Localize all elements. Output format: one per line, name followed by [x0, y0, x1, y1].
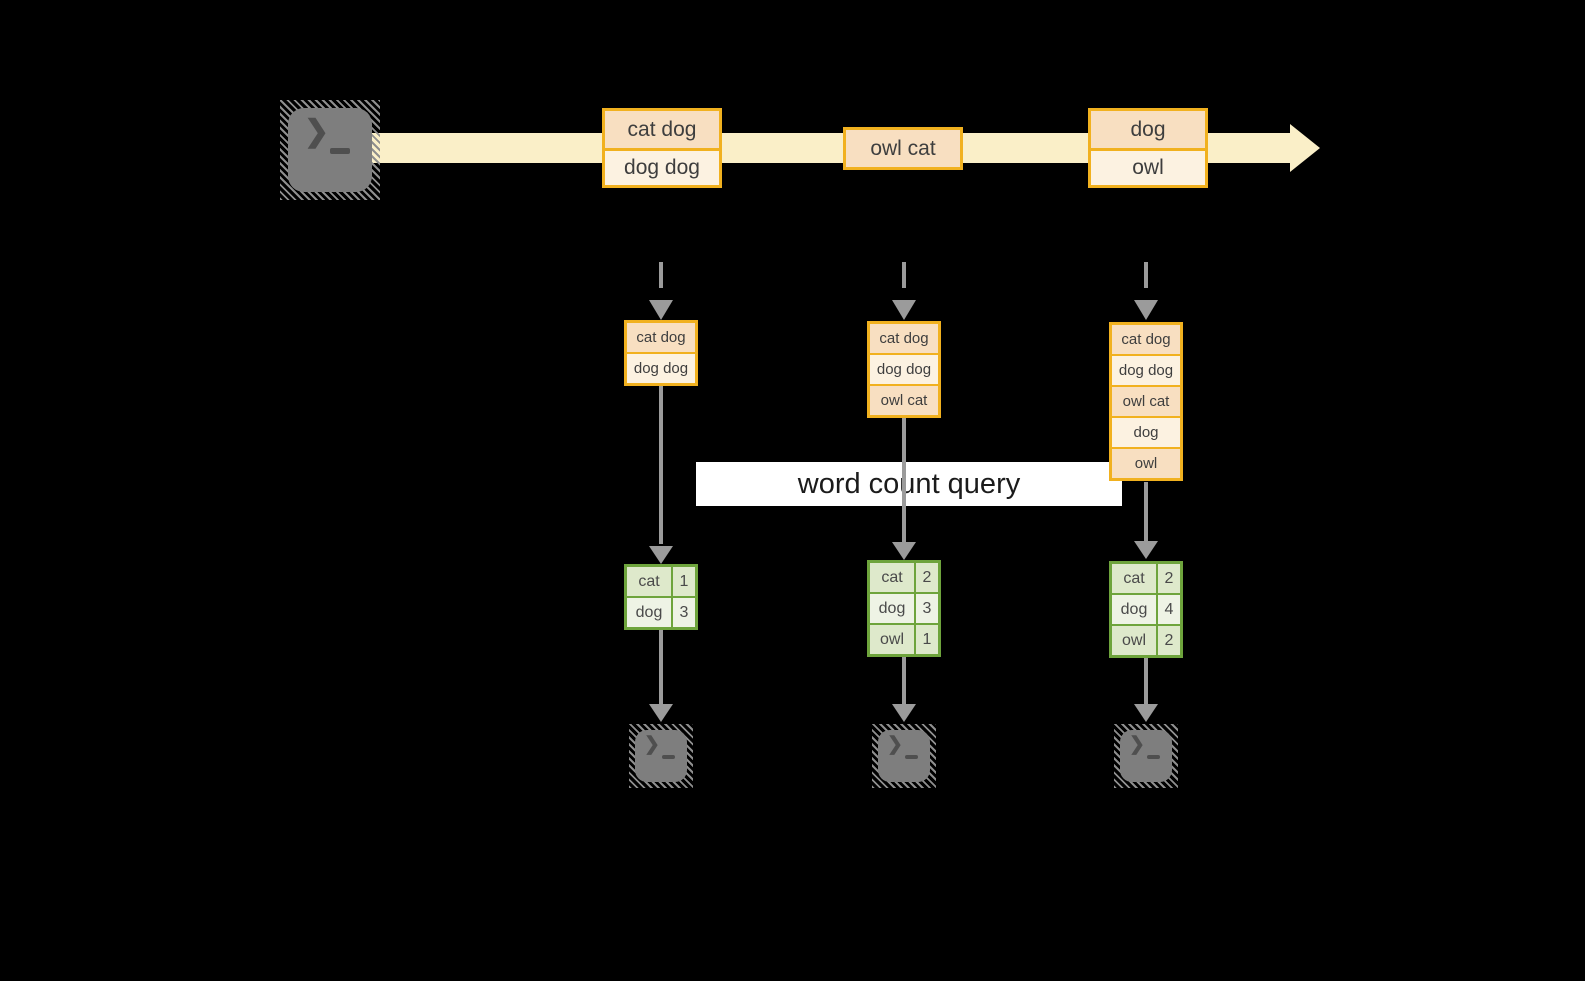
event-text-row: owl cat [870, 384, 938, 415]
terminal-body: ❯ [288, 108, 372, 192]
terminal-body: ❯ [635, 730, 687, 782]
flow-arrow-line [659, 386, 663, 544]
terminal-prompt-icon: ❯ [887, 734, 903, 755]
flow-arrowhead-icon [649, 704, 673, 722]
terminal-body: ❯ [878, 730, 930, 782]
stream-event-box: owl cat [843, 127, 963, 170]
terminal-sink-icon: ❯ [1114, 724, 1178, 788]
event-text-row: owl [1112, 447, 1180, 478]
word-cell: dog [870, 594, 916, 623]
count-value-cell: 2 [1158, 626, 1180, 655]
event-text-row: owl [1091, 148, 1205, 185]
flow-arrowhead-icon [1134, 704, 1158, 722]
count-value-cell: 1 [916, 625, 938, 654]
terminal-prompt-icon: ❯ [304, 115, 330, 148]
flow-arrowhead-icon [1134, 541, 1158, 559]
dashed-down-arrow-line [1144, 262, 1148, 302]
event-text-row: cat dog [870, 324, 938, 353]
dashed-down-arrow-line [902, 262, 906, 302]
event-text-row: dog dog [1112, 354, 1180, 385]
terminal-sink-icon: ❯ [872, 724, 936, 788]
dashed-down-arrow-line [659, 262, 663, 302]
query-banner-label: word count query [797, 467, 1021, 500]
dashed-down-arrowhead-icon [1134, 300, 1158, 320]
event-text-row: owl cat [1112, 385, 1180, 416]
event-text-row: dog [1091, 111, 1205, 148]
dashed-down-arrowhead-icon [649, 300, 673, 320]
event-text-row: owl cat [846, 130, 960, 167]
count-value-cell: 3 [916, 594, 938, 623]
flow-arrow-line [659, 630, 663, 704]
event-text-row: cat dog [605, 111, 719, 148]
count-value-cell: 3 [673, 598, 695, 627]
event-text-row: cat dog [1112, 325, 1180, 354]
word-cell: owl [870, 625, 916, 654]
event-text-row: cat dog [627, 323, 695, 352]
terminal-cursor-icon [662, 755, 675, 759]
query-banner: word count query [696, 462, 1122, 506]
word-cell: cat [870, 563, 916, 592]
count-value-cell: 1 [673, 567, 695, 596]
terminal-cursor-icon [1147, 755, 1160, 759]
terminal-sink-icon: ❯ [629, 724, 693, 788]
stream-arrowhead-icon [1290, 124, 1320, 172]
flow-arrowhead-icon [649, 546, 673, 564]
word-cell: dog [1112, 595, 1158, 624]
word-cell: cat [1112, 564, 1158, 593]
terminal-cursor-icon [330, 148, 350, 154]
word-cell: owl [1112, 626, 1158, 655]
terminal-body: ❯ [1120, 730, 1172, 782]
flow-arrow-line [902, 418, 906, 542]
terminal-source-icon: ❯ [280, 100, 380, 200]
event-text-row: dog dog [605, 148, 719, 185]
word-cell: dog [627, 598, 673, 627]
dashed-down-arrowhead-icon [892, 300, 916, 320]
count-value-cell: 4 [1158, 595, 1180, 624]
event-text-row: dog dog [870, 353, 938, 384]
event-text-row: dog [1112, 416, 1180, 447]
terminal-prompt-icon: ❯ [644, 734, 660, 755]
terminal-cursor-icon [905, 755, 918, 759]
word-cell: cat [627, 567, 673, 596]
count-value-cell: 2 [916, 563, 938, 592]
flow-arrow-line [902, 657, 906, 704]
flow-arrow-line [1144, 658, 1148, 704]
count-value-cell: 2 [1158, 564, 1180, 593]
event-text-row: dog dog [627, 352, 695, 383]
flow-arrow-line [1144, 482, 1148, 541]
terminal-prompt-icon: ❯ [1129, 734, 1145, 755]
flow-arrowhead-icon [892, 704, 916, 722]
flow-arrowhead-icon [892, 542, 916, 560]
